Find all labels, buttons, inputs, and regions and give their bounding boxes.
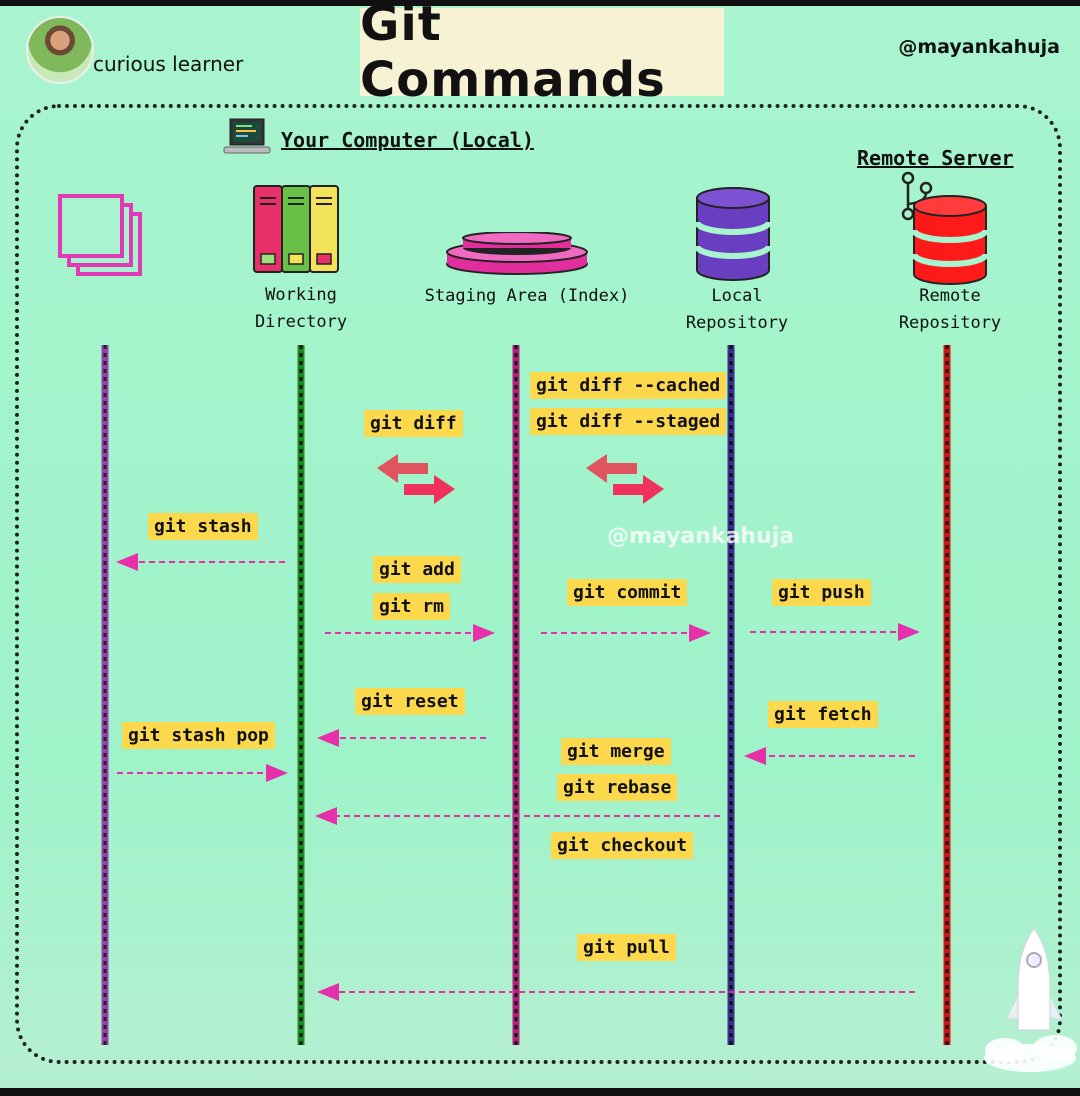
remote-label-line1: Remote (919, 286, 981, 306)
local-label-line2: Repository (685, 313, 789, 333)
title-box: Git Commands (360, 0, 724, 108)
command-arrows (117, 561, 915, 993)
cmd-diff-cached: git diff --cached (530, 372, 727, 399)
bottom-border (0, 1088, 1080, 1096)
diff-cached-left-arrow (586, 454, 637, 483)
remote-repository-label: Remote Repository (885, 283, 1015, 337)
dotted-frame (15, 104, 1062, 1064)
cmd-push: git push (772, 579, 871, 606)
cmd-checkout: git checkout (551, 832, 694, 859)
watermark: @mayankahuja (607, 524, 795, 549)
lifelines (101, 345, 951, 1045)
arrowhead-add (473, 624, 495, 642)
diff-right-arrow (404, 475, 455, 504)
remote-section-label: Remote Server (857, 146, 1014, 170)
author-avatar (26, 16, 94, 84)
cmd-pull: git pull (577, 934, 676, 961)
cmd-add: git add (373, 556, 461, 583)
staging-platform-icon (444, 231, 590, 276)
arrowhead-fetch (744, 747, 766, 765)
remote-database-icon (896, 170, 992, 286)
local-section-label: Your Computer (Local) (281, 128, 534, 152)
local-label-line1: Local (711, 286, 763, 306)
cmd-diff: git diff (364, 410, 463, 437)
cmd-rebase: git rebase (557, 774, 678, 801)
cmd-stash: git stash (148, 513, 258, 540)
arrowhead-stash-pop (266, 764, 288, 782)
cmd-fetch: git fetch (768, 701, 878, 728)
arrowhead-merge (315, 807, 337, 825)
binders-icon (252, 184, 340, 276)
rocket-icon (984, 926, 1077, 1072)
cmd-rm: git rm (373, 593, 451, 620)
diff-swap-arrows (377, 454, 664, 504)
laptop-icon (222, 117, 272, 159)
author-handle: @mayankahuja (898, 36, 1060, 58)
cmd-commit: git commit (567, 579, 688, 606)
stash-stack-icon (56, 192, 148, 282)
arrowhead-pull (317, 983, 339, 1001)
arrowhead-commit (689, 624, 711, 642)
local-database-icon (694, 186, 772, 282)
remote-label-line2: Repository (898, 313, 1002, 333)
staging-area-label: Staging Area (Index) (424, 286, 630, 306)
page-title: Git Commands (360, 0, 666, 108)
arrowhead-push (898, 623, 920, 641)
working-label-line2: Directory (254, 312, 348, 332)
cmd-diff-staged: git diff --staged (530, 408, 727, 435)
header: curious learner Git Commands @mayankahuj… (0, 0, 1080, 108)
cmd-reset: git reset (355, 688, 465, 715)
author-name: curious learner (93, 52, 244, 76)
top-border (0, 0, 1080, 6)
local-repository-label: Local Repository (672, 283, 802, 337)
diff-cached-right-arrow (613, 475, 664, 504)
arrow-heads (116, 553, 920, 1001)
cmd-merge: git merge (561, 738, 671, 765)
arrowhead-stash (116, 553, 138, 571)
working-label-line1: Working (265, 285, 337, 305)
arrowhead-reset (317, 729, 339, 747)
cmd-stash-pop: git stash pop (122, 722, 275, 749)
working-directory-label: Working Directory (236, 282, 366, 336)
diff-left-arrow (377, 454, 428, 483)
